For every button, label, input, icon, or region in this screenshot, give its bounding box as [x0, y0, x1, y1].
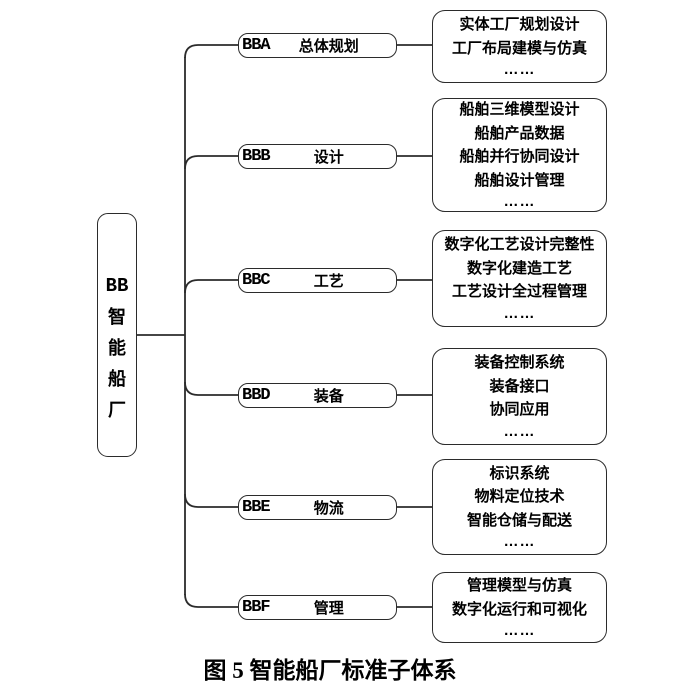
- detail-item: 船舶并行协同设计: [459, 148, 580, 165]
- detail-item: 装备控制系统: [474, 354, 565, 372]
- detail-item: 船舶设计管理: [474, 171, 565, 189]
- root-line: 智: [108, 306, 126, 327]
- elbow-bba: [184, 44, 238, 59]
- root-node-bb-smart-shipyard: BB 智 能 船 厂: [97, 213, 137, 457]
- detail-item: 数字化工艺设计完整性: [444, 236, 595, 254]
- detail-item: 实体工厂规划设计: [459, 16, 580, 33]
- ellipsis: ……: [503, 61, 536, 78]
- root-line: 能: [108, 337, 126, 358]
- detail-item: 船舶产品数据: [474, 124, 565, 142]
- detail-box-bbe: 标识系统 物料定位技术 智能仓储与配送 ……: [432, 459, 607, 555]
- branch-label: 管理: [313, 600, 344, 617]
- branch-node-bba: BBA 总体规划: [238, 33, 397, 58]
- branch-node-bbf: BBF 管理: [238, 595, 397, 620]
- detail-item: 工厂布局建模与仿真: [451, 39, 587, 57]
- detail-item: 物料定位技术: [474, 488, 565, 506]
- elbow-bbe: [184, 493, 238, 508]
- branch-code: BBA: [242, 36, 271, 55]
- ellipsis: ……: [503, 422, 536, 440]
- branch-label: 设计: [313, 149, 344, 166]
- elbow-bbb: [184, 155, 238, 170]
- detail-item: 智能仓储与配送: [466, 511, 572, 529]
- elbow-bbf: [184, 593, 238, 608]
- root-line: 船: [108, 368, 126, 389]
- branch-label: 总体规划: [298, 38, 359, 55]
- branch-label: 物流: [313, 500, 344, 517]
- detail-item: 管理模型与仿真: [466, 577, 572, 594]
- detail-item: 船舶三维模型设计: [459, 101, 580, 118]
- detail-box-bbd: 装备控制系统 装备接口 协同应用 ……: [432, 348, 607, 445]
- branch-label: 工艺: [313, 273, 344, 290]
- elbow-bbd: [184, 381, 238, 396]
- branch-label: 装备: [313, 388, 344, 405]
- branch-code: BBE: [242, 498, 271, 517]
- detail-box-bbc: 数字化工艺设计完整性 数字化建造工艺 工艺设计全过程管理 ……: [432, 230, 607, 327]
- detail-item: 数字化建造工艺: [466, 259, 572, 277]
- detail-box-bba: 实体工厂规划设计 工厂布局建模与仿真 ……: [432, 10, 607, 83]
- branch-node-bbe: BBE 物流: [238, 495, 397, 520]
- branch-node-bbb: BBB 设计: [238, 144, 397, 169]
- branch-code: BBD: [242, 386, 271, 405]
- branch-node-bbd: BBD 装备: [238, 383, 397, 408]
- root-line: 厂: [108, 399, 126, 420]
- ellipsis: ……: [503, 193, 536, 210]
- root-line: BB: [105, 274, 129, 297]
- figure-caption: 图 5 智能船厂标准子体系: [203, 658, 457, 683]
- detail-item: 标识系统: [489, 464, 550, 482]
- ellipsis: ……: [503, 304, 536, 322]
- detail-item: 协同应用: [489, 401, 550, 419]
- ellipsis: ……: [503, 622, 536, 639]
- branch-code: BBF: [242, 598, 271, 617]
- ellipsis: ……: [503, 533, 536, 551]
- detail-box-bbf: 管理模型与仿真 数字化运行和可视化 ……: [432, 572, 607, 643]
- branch-node-bbc: BBC 工艺: [238, 268, 397, 293]
- detail-item: 装备接口: [489, 377, 550, 395]
- elbow-bbc: [184, 279, 238, 294]
- branch-code: BBB: [242, 147, 271, 166]
- detail-box-bbb: 船舶三维模型设计 船舶产品数据 船舶并行协同设计 船舶设计管理 ……: [432, 98, 607, 212]
- detail-item: 数字化运行和可视化: [451, 600, 587, 618]
- detail-item: 工艺设计全过程管理: [451, 283, 587, 301]
- branch-code: BBC: [242, 271, 271, 290]
